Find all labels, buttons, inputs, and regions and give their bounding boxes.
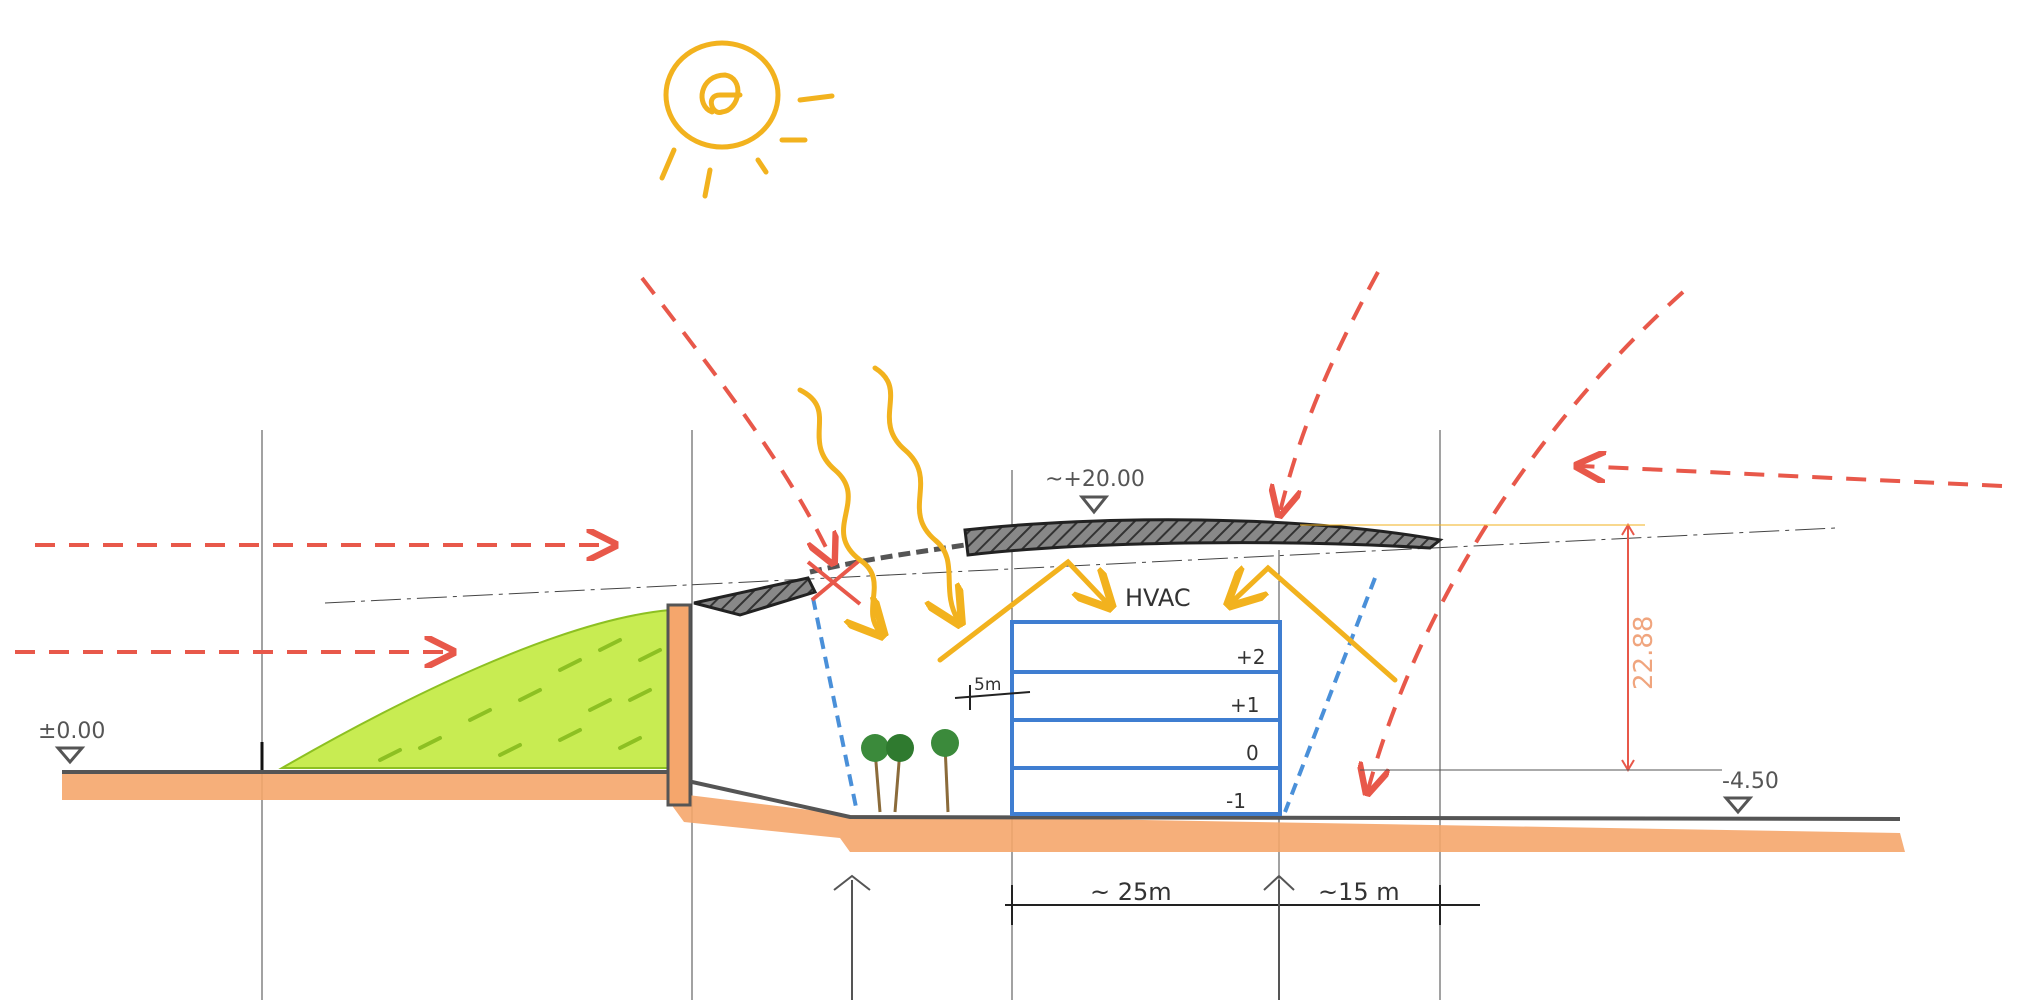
floor-label-plus2: +2 <box>1236 645 1265 669</box>
hvac-label: HVAC <box>1125 584 1191 612</box>
elevation-label-ground: ±0.00 <box>38 719 105 744</box>
floor-label-0: 0 <box>1246 741 1259 765</box>
wind-arrows <box>15 271 2003 790</box>
green-berm <box>278 608 674 769</box>
heat-arrows <box>797 365 1398 683</box>
gap-dimension <box>954 685 1031 710</box>
retaining-wall <box>666 603 692 807</box>
horizon-line <box>324 527 1836 604</box>
ground <box>62 742 1905 852</box>
height-dimension-label: 22.88 <box>1629 616 1659 690</box>
building <box>1010 620 1282 816</box>
elevation-marker-ground <box>54 746 86 765</box>
elevation-marker-sunken <box>1722 796 1754 815</box>
sun-icon <box>659 40 835 199</box>
roof-small-segment <box>693 576 818 617</box>
gap-label: 5m <box>974 675 1001 695</box>
elevation-label-sunken: -4.50 <box>1722 769 1779 794</box>
roof-main-segment <box>963 518 1444 557</box>
side-width-label: ~15 m <box>1318 878 1400 906</box>
palm-tree-icon <box>861 729 959 813</box>
floor-label-plus1: +1 <box>1230 693 1259 717</box>
entry-arrows <box>833 874 1295 1000</box>
width-dimension-lines <box>1005 885 1480 925</box>
building-width-label: ~ 25m <box>1090 878 1172 906</box>
elevation-marker-roof <box>1078 495 1110 515</box>
elevation-label-roof: ~+20.00 <box>1045 467 1145 492</box>
glazing-walls <box>811 577 1377 813</box>
berm-hatch <box>378 638 662 762</box>
floor-label-minus1: -1 <box>1226 789 1246 813</box>
